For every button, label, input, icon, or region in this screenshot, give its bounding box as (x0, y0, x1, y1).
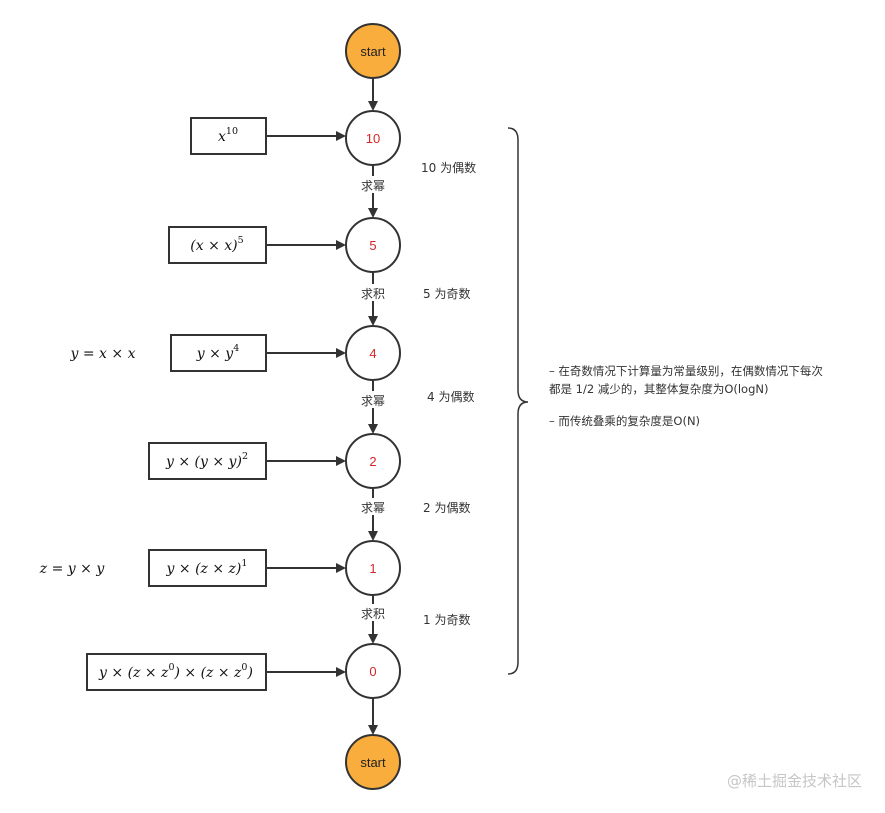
note-10-even: 10 为偶数 (421, 160, 476, 175)
svg-text:10: 10 (366, 131, 380, 146)
edge-7 (368, 698, 378, 735)
svg-text:1: 1 (369, 561, 376, 576)
note-4-even: 4 为偶数 (427, 389, 474, 404)
expr-box-6 (86, 653, 267, 691)
expr-box-1 (190, 117, 267, 155)
expr-6: y × (z × z0) × (z × z0) (98, 662, 253, 681)
note-2-even: 2 为偶数 (423, 500, 470, 515)
op-label-2: 求积 (361, 287, 385, 301)
parity-notes: 10 为偶数 5 为奇数 4 为偶数 2 为偶数 1 为奇数 (421, 160, 476, 627)
note-1-odd: 1 为奇数 (423, 612, 470, 627)
z-definition: z = y × y (39, 561, 106, 577)
expression-boxes: x10 (x × x)5 y × y4 y × (y × y)2 y × (z … (86, 117, 267, 691)
expr-4: y × (y × y)2 (165, 451, 248, 470)
expr-5: y × (z × z)1 (166, 558, 248, 577)
op-label-5: 求积 (361, 607, 385, 621)
side-equations: y = x × x z = y × y (39, 346, 136, 577)
expr-box-4 (148, 442, 267, 480)
svg-text:5: 5 (369, 238, 376, 253)
note-5-odd: 5 为奇数 (423, 286, 470, 301)
input-arrow-3 (266, 348, 346, 358)
svg-text:start: start (360, 755, 386, 770)
expr-2: (x × x)5 (190, 235, 243, 254)
expr-1: x10 (218, 126, 238, 145)
input-arrow-6 (266, 667, 346, 677)
svg-text:4: 4 (369, 346, 376, 361)
svg-text:2: 2 (369, 454, 376, 469)
op-label-1: 求幂 (361, 179, 385, 193)
edges (266, 78, 378, 735)
node-start-bottom: start (345, 734, 401, 790)
edge-1 (368, 78, 378, 111)
node-n0: 0 (345, 643, 401, 699)
expr-box-2 (168, 226, 267, 264)
node-n4: 4 (345, 325, 401, 381)
summary: – 在奇数情况下计算量为常量级别，在偶数情况下每次 都是 1/2 减少的，其整体… (549, 364, 823, 428)
expr-box-5 (148, 549, 267, 587)
op-label-4: 求幂 (361, 501, 385, 515)
input-arrow-4 (266, 456, 346, 466)
node-n5: 5 (345, 217, 401, 273)
summary-line-1: – 在奇数情况下计算量为常量级别，在偶数情况下每次 (549, 364, 823, 378)
input-arrow-1 (266, 131, 346, 141)
node-start-top: start (345, 23, 401, 79)
y-definition: y = x × x (70, 346, 136, 362)
svg-text:0: 0 (369, 664, 376, 679)
input-arrow-5 (266, 563, 346, 573)
operation-labels: 求幂 求积 求幂 求幂 求积 (356, 176, 390, 621)
input-arrow-2 (266, 240, 346, 250)
summary-line-2: 都是 1/2 减少的，其整体复杂度为O(logN) (549, 382, 768, 396)
svg-text:start: start (360, 44, 386, 59)
op-label-3: 求幂 (361, 394, 385, 408)
summary-line-3: – 而传统叠乘的复杂度是O(N) (549, 414, 700, 428)
expr-3: y × y4 (196, 343, 240, 362)
watermark: @稀土掘金技术社区 (727, 772, 862, 790)
node-n1: 1 (345, 540, 401, 596)
expr-box-3 (170, 334, 267, 372)
curly-brace (507, 127, 529, 675)
node-n10: 10 (345, 110, 401, 166)
node-n2: 2 (345, 433, 401, 489)
